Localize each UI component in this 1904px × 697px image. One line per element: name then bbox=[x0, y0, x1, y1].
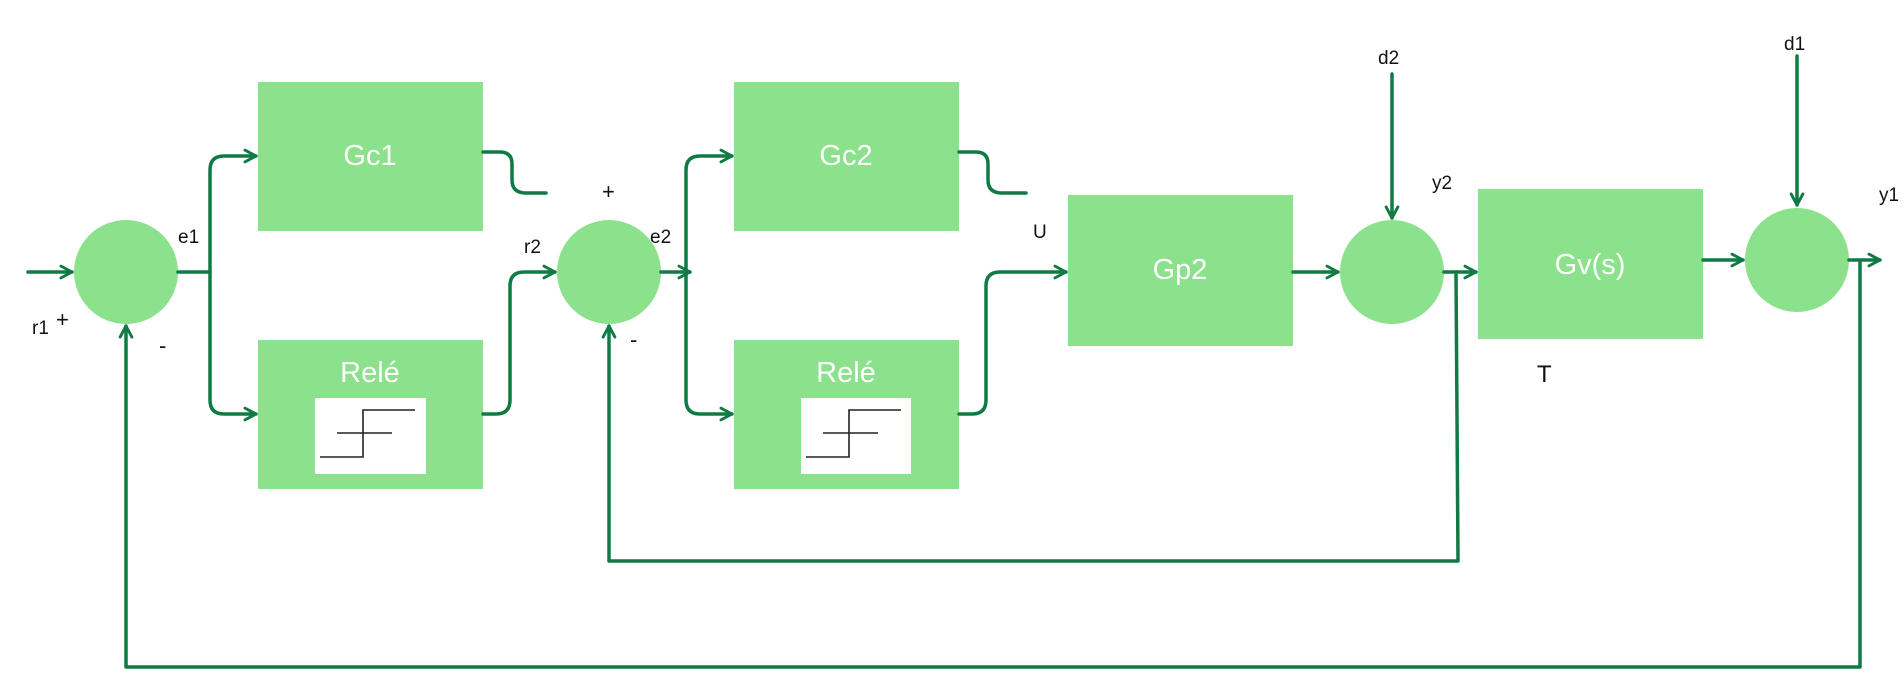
signal-r1-label: r1 bbox=[32, 318, 49, 339]
gp2-block bbox=[1068, 195, 1293, 346]
gc2-label: Gc2 bbox=[819, 140, 872, 172]
gv-label: Gv(s) bbox=[1555, 249, 1626, 281]
sum1-minus-sign: - bbox=[159, 333, 166, 358]
wire-e1-to-gc1 bbox=[208, 148, 258, 274]
relay-characteristic-1 bbox=[315, 398, 426, 474]
signal-d1-label: d1 bbox=[1784, 34, 1805, 55]
signal-d2-label: d2 bbox=[1378, 48, 1399, 69]
gp2-label: Gp2 bbox=[1153, 254, 1208, 286]
signal-e2-label: e2 bbox=[650, 227, 671, 248]
wire-e1-to-rele1 bbox=[208, 270, 258, 422]
wire-rele1-to-sum2 bbox=[481, 264, 557, 416]
signal-y1-label: y1 bbox=[1879, 185, 1899, 206]
gv-block bbox=[1478, 189, 1703, 339]
rele1-label: Relé bbox=[340, 357, 400, 389]
sum-junction-2 bbox=[557, 220, 661, 324]
relay-characteristic-2 bbox=[801, 398, 911, 474]
gc1-label: Gc1 bbox=[343, 140, 396, 172]
sum-junction-3 bbox=[1340, 220, 1444, 324]
wire-rele2-to-gp2 bbox=[957, 264, 1068, 416]
wire-e2-to-gc2 bbox=[684, 148, 734, 274]
signal-r2-label: r2 bbox=[524, 237, 541, 258]
wire-gc2-output bbox=[957, 150, 1028, 195]
signal-t-label: T bbox=[1537, 361, 1552, 388]
rele2-label: Relé bbox=[816, 357, 876, 389]
signal-y2-label: y2 bbox=[1432, 173, 1452, 194]
sum2-minus-sign: - bbox=[630, 327, 637, 352]
sum2-plus-sign: + bbox=[602, 179, 615, 204]
signal-e1-label: e1 bbox=[178, 227, 199, 248]
wire-gc1-output bbox=[481, 150, 548, 195]
gc2-block bbox=[734, 82, 959, 231]
wire-inner-feedback bbox=[601, 270, 1460, 563]
wire-e2-to-rele2 bbox=[684, 270, 734, 422]
sum1-plus-sign: + bbox=[56, 307, 69, 332]
signal-u-label: U bbox=[1033, 222, 1047, 243]
gc1-block bbox=[258, 82, 483, 231]
sum-junction-4 bbox=[1745, 208, 1849, 312]
sum-junction-1 bbox=[74, 220, 178, 324]
wire-outer-feedback bbox=[118, 258, 1862, 669]
